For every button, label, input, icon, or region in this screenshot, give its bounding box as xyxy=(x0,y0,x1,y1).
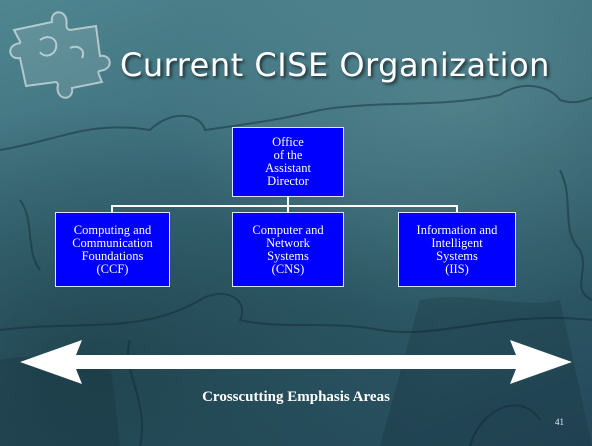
node-text-line: Network xyxy=(266,235,310,250)
node-text-line: Systems xyxy=(436,248,478,263)
node-text-line: of the xyxy=(273,148,303,162)
node-iis: Information and Intelligent Systems (IIS… xyxy=(398,212,516,287)
connector-horizontal xyxy=(111,205,458,207)
node-office-assistant-director: Office of the Assistant Director xyxy=(232,127,344,197)
node-text-line: (CNS) xyxy=(271,261,305,276)
crosscutting-emphasis-label: Crosscutting Emphasis Areas xyxy=(202,389,390,405)
node-text-line: Computer and xyxy=(252,222,324,237)
node-text-line: Communication xyxy=(72,235,153,250)
node-text-line: Director xyxy=(267,174,309,188)
connector-ccf xyxy=(111,205,113,213)
node-text-line: Computing and xyxy=(73,222,152,237)
node-text-line: Foundations xyxy=(81,248,144,263)
node-ccf: Computing and Communication Foundations … xyxy=(55,212,170,287)
connector-stem xyxy=(287,197,289,206)
slide-title: Current CISE Organization xyxy=(120,46,550,84)
node-cns: Computer and Network Systems (CNS) xyxy=(232,212,344,287)
node-text-line: (IIS) xyxy=(445,261,469,276)
page-number: 41 xyxy=(555,417,564,427)
node-text-line: Systems xyxy=(267,248,309,263)
node-text-line: Assistant xyxy=(265,161,311,175)
node-text-line: Intelligent xyxy=(431,235,483,250)
puzzle-pieces-icon xyxy=(9,11,111,99)
node-text-line: Office xyxy=(272,135,304,149)
connector-cns xyxy=(287,205,289,213)
connector-iis xyxy=(456,205,458,213)
node-text-line: (CCF) xyxy=(96,261,129,276)
node-text-line: Information and xyxy=(416,222,498,237)
double-arrow-icon xyxy=(20,340,572,384)
